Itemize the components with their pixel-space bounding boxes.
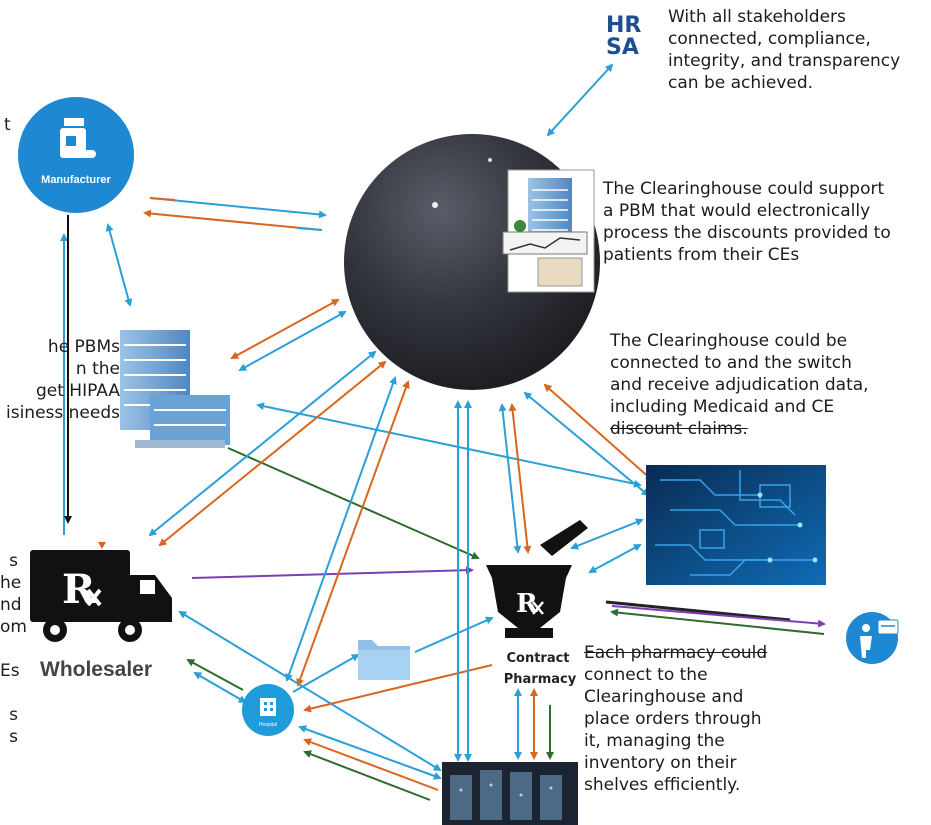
left-note-low-line: s [9, 705, 18, 725]
switch-note-line: connected to and the switch [610, 353, 852, 373]
left-note-low-line: om [0, 617, 27, 637]
server-room-image [442, 762, 578, 825]
mortar-pestle-icon: R [486, 520, 588, 638]
hrsa-note-line: With all stakeholders [668, 7, 846, 27]
patient-node [846, 612, 899, 664]
hrsa-note-line: integrity, and transparency [668, 51, 901, 71]
connector-arrows [60, 63, 826, 801]
pbm-note-line: The Clearinghouse could support [603, 179, 885, 199]
pharmacy-note-line: connect to the [584, 665, 708, 685]
switch-note-line: including Medicaid and CE [610, 397, 835, 417]
svg-text:Hospital: Hospital [259, 722, 277, 728]
left-note-low-line: he [0, 573, 22, 593]
svg-text:SA: SA [606, 35, 639, 60]
pbm-note-line: patients from their CEs [603, 245, 800, 265]
pbm-note: The Clearinghouse could support a PBM th… [603, 178, 891, 266]
contract-pharmacy-label-1: Contract [506, 651, 569, 666]
left-note-low-line: s [9, 727, 18, 747]
left-note-top: t [4, 115, 11, 135]
pill-bottle-icon [60, 118, 96, 158]
rx-truck-icon: R [30, 542, 172, 642]
hrsa-note: With all stakeholders connected, complia… [668, 6, 900, 94]
left-note-low-line: s [9, 551, 18, 571]
left-note-low-line [0, 638, 18, 660]
left-note-mid-line: n the [75, 359, 120, 379]
hrsa-note-line: connected, compliance, [668, 29, 871, 49]
pharmacy-note-line: it, managing the [584, 731, 725, 751]
wholesaler-label: Wholesaler [40, 658, 152, 681]
left-note-mid-line: get HIPAA [35, 381, 120, 401]
pbm-building-card [502, 169, 595, 293]
hrsa-logo: HR SA [606, 13, 641, 60]
left-note-low-line [0, 682, 18, 704]
switch-note-line: The Clearinghouse could be [610, 331, 848, 351]
pharmacy-note: Each pharmacy could connect to the Clear… [584, 642, 767, 796]
contract-pharmacy-label-2: Pharmacy [504, 672, 577, 687]
office-building-icon [120, 330, 230, 448]
pharmacy-note-line: shelves efficiently. [584, 775, 741, 795]
svg-text:R: R [516, 589, 538, 619]
hospital-node: Hospital [242, 684, 294, 736]
pbm-note-line: a PBM that would electronically [603, 201, 871, 221]
left-note-mid: he PBMs n the get HIPAA isiness needs [0, 336, 120, 424]
hospital-icon [260, 698, 276, 716]
left-note-low-line: nd [0, 595, 22, 615]
svg-text:R: R [62, 566, 96, 613]
switch-note-line: and receive adjudication data, [610, 375, 869, 395]
pharmacy-note-line: Each pharmacy could [584, 643, 768, 663]
switch-note: The Clearinghouse could be connected to … [610, 330, 869, 440]
hrsa-note-line: can be achieved. [668, 73, 814, 93]
pbm-note-line: process the discounts provided to [603, 223, 891, 243]
patient-card-icon [860, 619, 899, 658]
circuit-board-image [646, 465, 826, 585]
folder-icon [358, 640, 410, 680]
left-note-low-line: Es [0, 661, 20, 681]
pharmacy-note-line: inventory on their [584, 753, 737, 773]
manufacturer-node: Manufacturer [18, 97, 134, 213]
left-note-mid-line: he PBMs [47, 337, 120, 357]
left-note-low: s he nd om Es s s [0, 550, 27, 748]
left-note-mid-line: isiness needs [6, 403, 120, 423]
pharmacy-note-line: place orders through [584, 709, 762, 729]
svg-text:Manufacturer: Manufacturer [41, 174, 111, 186]
switch-note-line: discount claims. [610, 419, 748, 439]
pharmacy-note-line: Clearinghouse and [584, 687, 744, 707]
svg-text:HR: HR [606, 13, 641, 38]
